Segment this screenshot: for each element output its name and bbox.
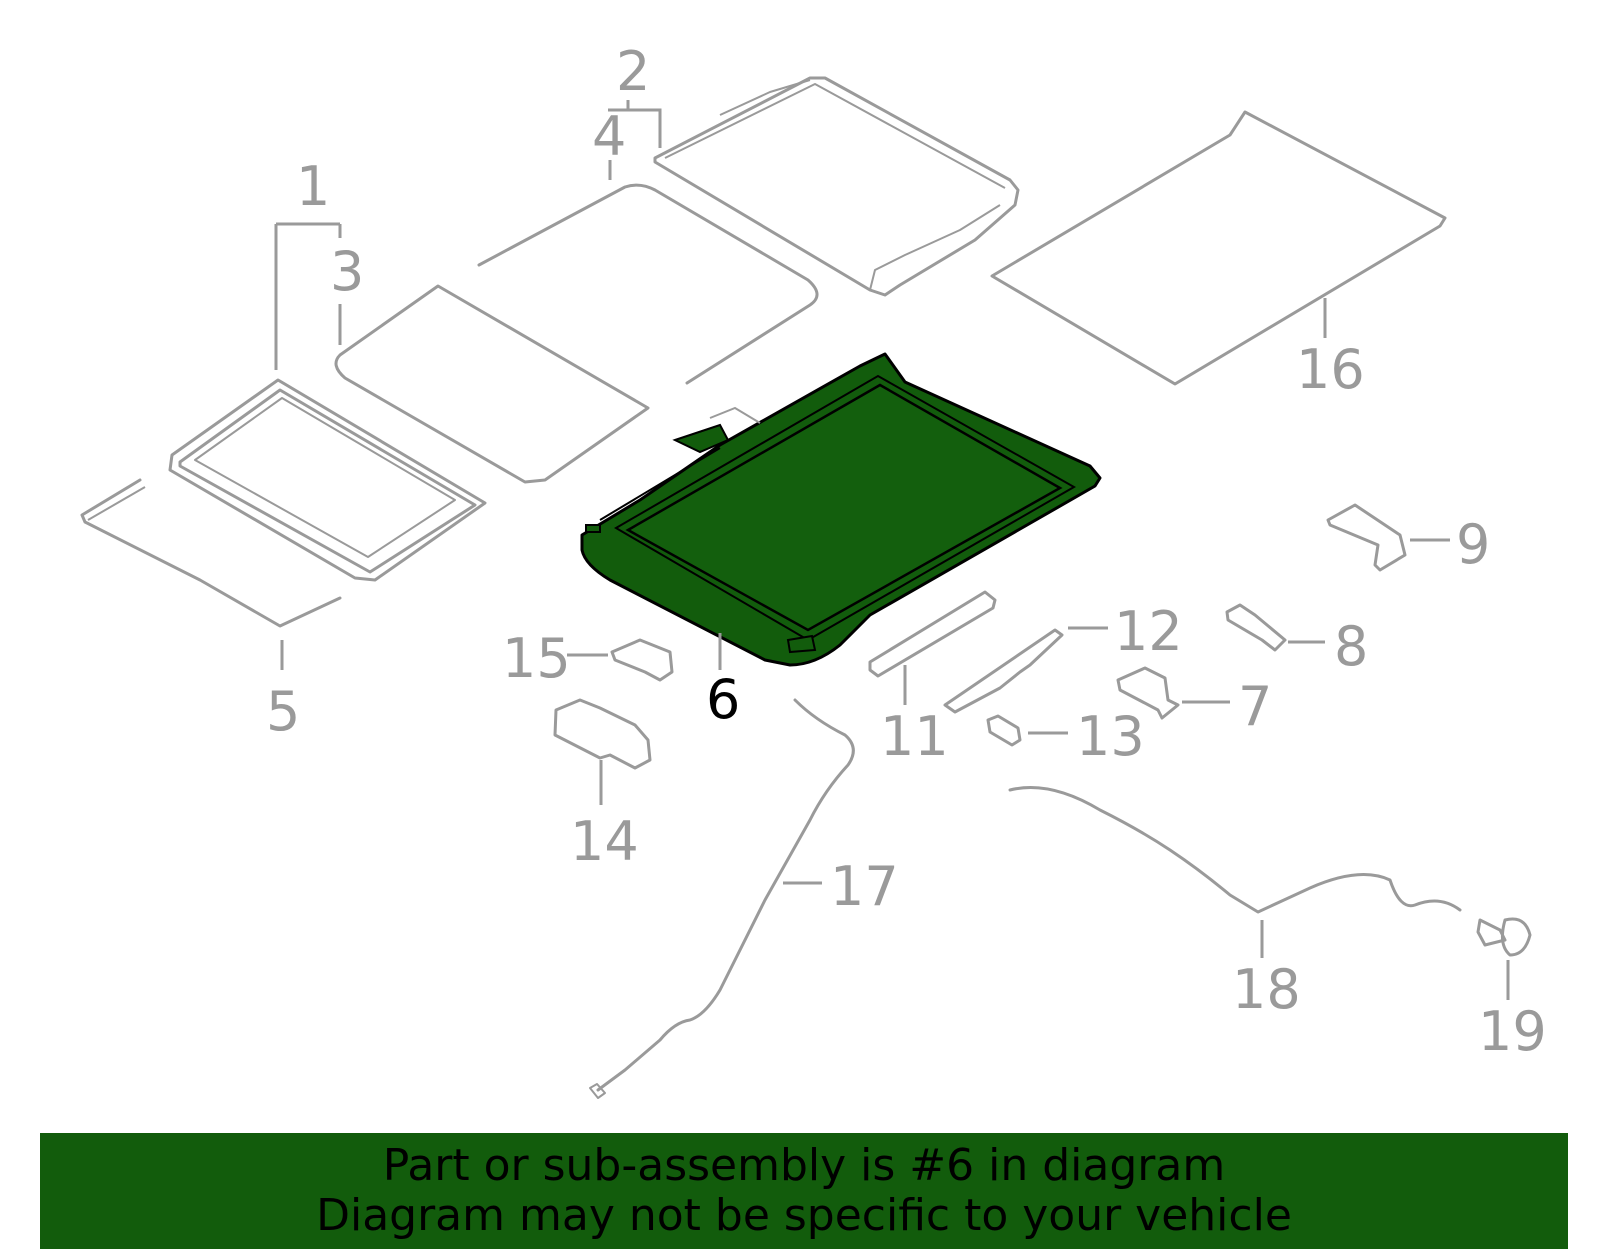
part-1-glass-panel[interactable] [168, 378, 487, 582]
callout-19: 19 [1478, 1000, 1547, 1063]
part-6-frame-assembly[interactable] [580, 352, 1102, 667]
part-9-bracket[interactable] [1326, 503, 1407, 572]
part-19-bolt[interactable] [1476, 917, 1532, 957]
callout-12: 12 [1114, 600, 1183, 663]
banner-line-1: Part or sub-assembly is #6 in diagram [382, 1140, 1226, 1191]
part-8-bracket[interactable] [1225, 603, 1287, 652]
part-17-drain-hose[interactable] [596, 698, 855, 1092]
callout-4: 4 [592, 105, 626, 168]
callout-11: 11 [880, 705, 949, 768]
callout-1: 1 [296, 155, 330, 218]
callout-17: 17 [830, 855, 899, 918]
callout-9: 9 [1456, 513, 1490, 576]
part-11-deflector[interactable] [868, 590, 997, 678]
part-18-drain-hose[interactable] [1008, 786, 1462, 914]
part-7-bracket[interactable] [1116, 666, 1180, 720]
callout-7: 7 [1238, 675, 1272, 738]
part-14-motor[interactable] [553, 698, 652, 770]
info-banner: Part or sub-assembly is #6 in diagram Di… [40, 1133, 1568, 1249]
part-15-bracket[interactable] [610, 638, 674, 682]
part-4-seal[interactable] [477, 183, 819, 385]
callout-15: 15 [502, 627, 571, 690]
part-2-frame[interactable] [653, 76, 1020, 297]
callout-2: 2 [616, 40, 650, 103]
callout-3: 3 [330, 240, 364, 303]
part-5-weatherstrip[interactable] [80, 478, 342, 628]
banner-line-2: Diagram may not be specific to your vehi… [316, 1190, 1292, 1241]
part-13-clip[interactable] [986, 714, 1022, 747]
callout-8: 8 [1334, 615, 1368, 678]
callout-14: 14 [570, 810, 639, 873]
callout-16: 16 [1296, 338, 1365, 401]
leader-lines [274, 100, 1510, 1000]
part-12-rail[interactable] [943, 628, 1064, 714]
callout-5: 5 [266, 680, 300, 743]
callout-6: 6 [706, 668, 740, 731]
part-16-headliner[interactable] [990, 110, 1447, 386]
part-3-glass[interactable] [334, 284, 650, 484]
callout-13: 13 [1076, 705, 1145, 768]
callout-18: 18 [1232, 958, 1301, 1021]
